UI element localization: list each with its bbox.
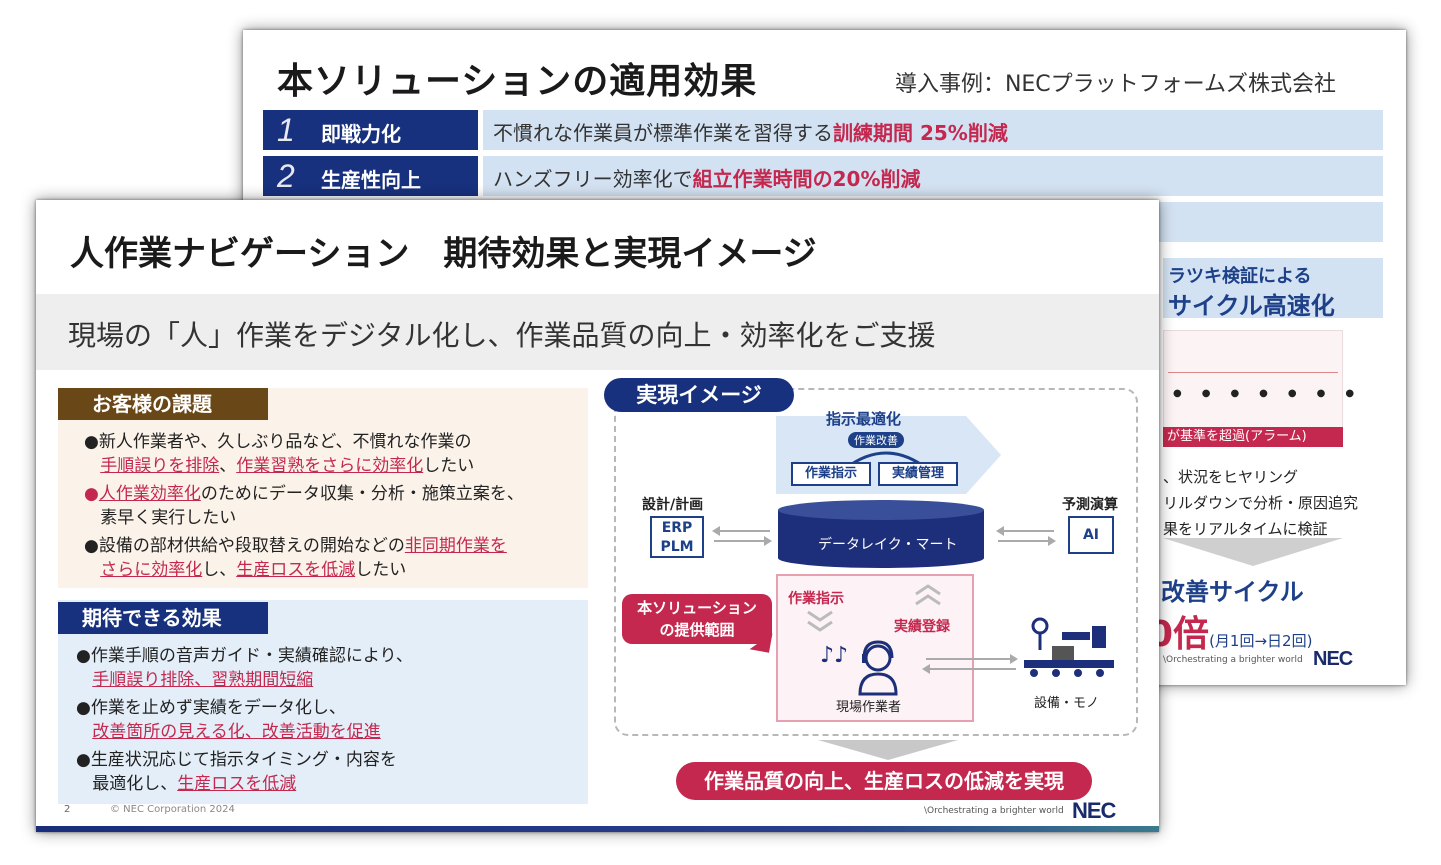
result-arrow-icon — [818, 740, 958, 760]
row-text: ハンズフリー効率化で — [493, 167, 693, 191]
row-text: 不慣れな作業員が標準作業を習得する — [493, 121, 833, 145]
worker-label: 現場作業者 — [836, 700, 902, 715]
front-tagline: \Orchestrating a brighter world — [924, 806, 1064, 816]
row-highlight: 訓練期間 25%削減 — [833, 121, 1008, 145]
case-study-label: 導入事例：NECプラットフォームズ株式会社 — [894, 72, 1336, 97]
work-instruction-label: 作業指示 — [788, 591, 844, 607]
right-bullet: 果をリアルタイムに検証 — [1163, 520, 1328, 538]
effect-row: 2 生産性向上 ハンズフリー効率化で組立作業時間の20%削減 — [263, 156, 1383, 196]
lead-band — [36, 294, 1159, 370]
row-number: 1 — [277, 112, 295, 148]
instruction-box: 作業指示 — [791, 462, 871, 486]
back-tagline: \Orchestrating a brighter world — [1163, 655, 1303, 665]
predict-label: 予測演算 — [1062, 497, 1118, 513]
effect-item: ●作業を止めず実績をデータ化し、 改善箇所の見える化、改善活動を促進 — [76, 698, 381, 742]
data-lake-label: データレイク・マート — [818, 537, 958, 553]
solution-scope-box — [776, 574, 974, 722]
up-chevrons-icon — [915, 584, 941, 606]
cycle-multiplier: 0倍(月1回→日2回) — [1148, 605, 1312, 657]
right-panel-header — [1163, 258, 1383, 318]
optimize-label: 指示最適化 — [826, 410, 902, 428]
cycle-label: 改善サイクル — [1161, 578, 1304, 606]
bottom-bar — [36, 826, 1159, 832]
improve-badge: 作業改善 — [848, 432, 904, 448]
nec-logo: NEC — [1072, 798, 1116, 823]
effects-heading: 期待できる効果 — [58, 602, 268, 634]
right-bullet: 、状況をヒヤリング — [1163, 468, 1299, 486]
performance-box: 実績管理 — [878, 462, 958, 486]
equipment-label: 設備・モノ — [1034, 696, 1100, 711]
erp-plm-box: ERP PLM — [650, 516, 704, 558]
sync-arrows-icon — [922, 654, 1018, 674]
row-highlight: 組立作業時間の20%削減 — [692, 167, 921, 191]
sync-arrows-icon — [712, 526, 772, 546]
row-number: 2 — [277, 158, 295, 194]
row-label: 生産性向上 — [321, 168, 421, 192]
diagram-heading: 実現イメージ — [604, 378, 794, 412]
scope-callout: 本ソリューションの提供範囲 — [622, 594, 772, 644]
chart-dots: ●●●●●●● — [1173, 388, 1375, 399]
chart-threshold-line — [1168, 372, 1338, 373]
effects-box — [58, 600, 588, 804]
down-chevrons-icon — [807, 610, 833, 632]
issues-heading: お客様の課題 — [58, 388, 268, 420]
ai-box: AI — [1068, 516, 1114, 554]
right-panel-line1: ラツキ検証による — [1168, 266, 1312, 287]
erp-label: ERP — [661, 520, 693, 536]
issue-item: ●新人作業者や、久しぶり品など、不慣れな作業の 手順誤りを排除、作業習熟をさらに… — [84, 432, 475, 476]
plm-label: PLM — [660, 539, 694, 555]
back-slide-title: 本ソリューションの適用効果 — [277, 61, 758, 102]
effect-row: 1 即戦力化 不慣れな作業員が標準作業を習得する訓練期間 25%削減 — [263, 110, 1383, 150]
page-number: 2 — [64, 804, 71, 815]
nec-logo: NEC — [1313, 648, 1353, 670]
copyright: © NEC Corporation 2024 — [110, 804, 235, 815]
down-arrow-icon — [1163, 538, 1343, 566]
monitor-chart — [1163, 330, 1343, 430]
svg-text:♪♪: ♪♪ — [820, 643, 848, 668]
diagram-frame — [614, 388, 1138, 736]
issues-box — [58, 388, 588, 588]
front-slide-title: 人作業ナビゲーション 期待効果と実現イメージ — [70, 234, 817, 274]
lead-text: 現場の「人」作業をデジタル化し、作業品質の向上・効率化をご支援 — [68, 319, 936, 352]
result-banner: 作業品質の向上、生産ロスの低減を実現 — [676, 762, 1092, 800]
conveyor-equipment-icon — [1024, 617, 1114, 677]
front-slide: 人作業ナビゲーション 期待効果と実現イメージ 現場の「人」作業をデジタル化し、作… — [36, 200, 1159, 832]
right-panel-line2: サイクル高速化 — [1168, 292, 1335, 320]
row-label: 即戦力化 — [321, 122, 401, 146]
worker-headset-icon: ♪♪ — [820, 640, 898, 696]
sync-arrows-icon — [996, 526, 1056, 546]
times-note: (月1回→日2回) — [1209, 632, 1313, 650]
design-label: 設計/計画 — [642, 497, 704, 513]
effect-item: ●生産状況応じて指示タイミング・内容を 最適化し、生産ロスを低減 — [76, 750, 397, 794]
alarm-label: が基準を超過(アラーム) — [1163, 427, 1343, 447]
issue-item: ●人作業効率化のためにデータ収集・分析・施策立案を、 素早く実行したい — [84, 484, 524, 528]
record-label: 実績登録 — [894, 619, 950, 635]
issue-item: ●設備の部材供給や段取替えの開始などの非同期作業を さらに効率化し、生産ロスを低… — [84, 536, 507, 580]
effect-item: ●作業手順の音声ガイド・実績確認により、 手順誤り排除、習熟期間短縮 — [76, 646, 413, 690]
data-lake-icon — [778, 500, 984, 568]
right-bullet: リルダウンで分析・原因追究 — [1163, 494, 1359, 512]
